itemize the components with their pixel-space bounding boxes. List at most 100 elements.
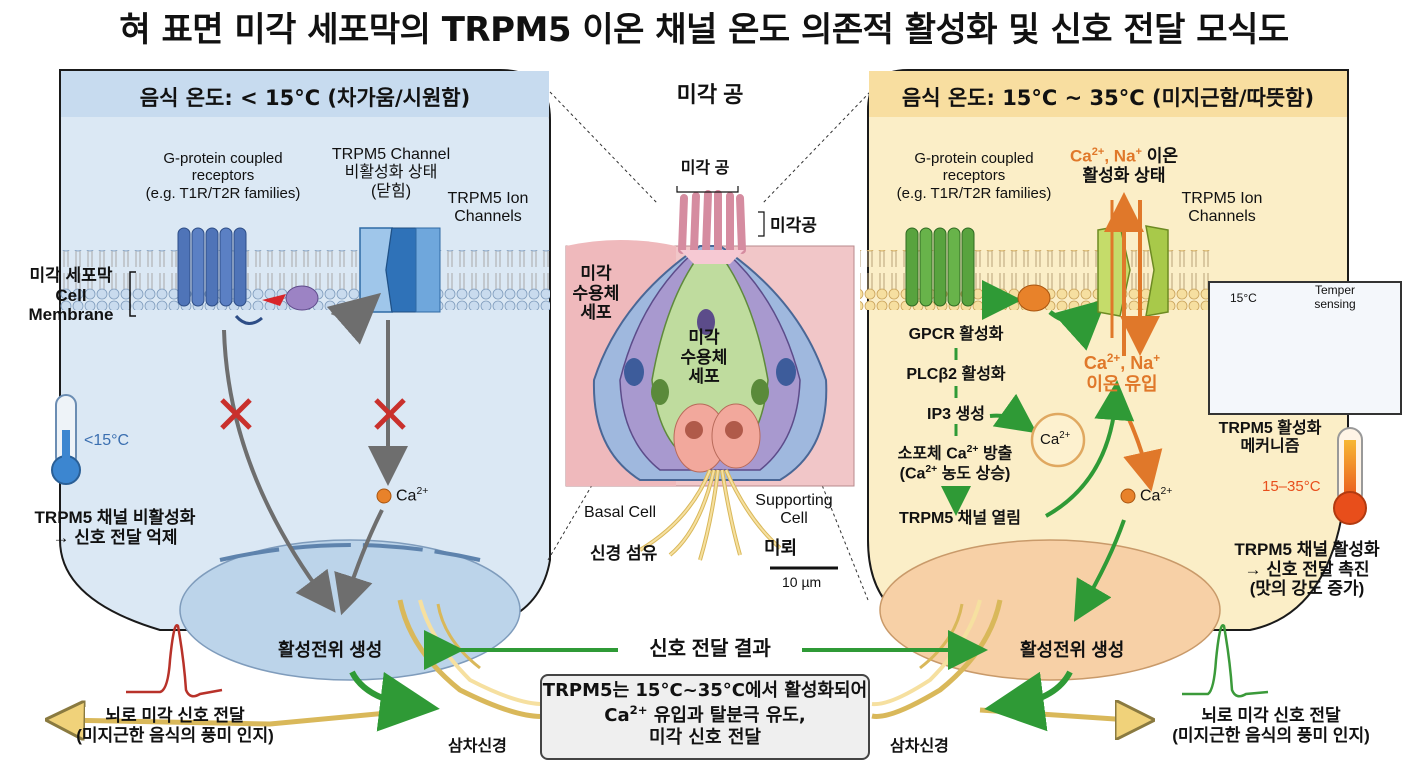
- right-ca-sup: 2+: [1160, 486, 1173, 497]
- right-temp-label: 15–35°C: [1262, 478, 1321, 495]
- right-nerve-label: 삼차신경: [890, 738, 949, 755]
- left-result-line2: → 신호 전달 억제: [52, 527, 178, 547]
- right-ca-label: Ca2+: [1140, 486, 1172, 506]
- right-result-line3: (맛의 강도 증가): [1249, 579, 1365, 599]
- inset-sensing-line1: Temper: [1314, 283, 1355, 297]
- left-result-line1: TRPM5 채널 비활성화: [34, 508, 196, 527]
- er-release-sup: 2+: [966, 444, 979, 455]
- left-brain-label: 뇌로 미각 신호 전달 (미지근한 음식의 풍미 인지): [40, 706, 310, 745]
- summary-line2: Ca2+ 유입과 탈분극 유도,: [542, 703, 868, 728]
- left-membrane-line2: Cell: [55, 285, 87, 305]
- er-release-a: 소포체 Ca: [897, 445, 967, 463]
- left-ca-superscript: 2+: [416, 486, 429, 497]
- receptor-mid-line3: 세포: [688, 367, 720, 387]
- right-ion-active-line1: Ca2+, Na+ 이온: [1044, 146, 1204, 166]
- influx-ca: Ca: [1083, 353, 1107, 373]
- right-ion-active-line2: 활성화 상태: [1082, 166, 1166, 186]
- left-result-label: TRPM5 채널 비활성화 → 신호 전달 억제: [8, 508, 222, 547]
- signal-result-label: 신호 전달 결과: [649, 638, 771, 660]
- right-trpm5-ion-line2: Channels: [1188, 208, 1256, 226]
- pathway-step-trpm5-open: TRPM5 채널 열림: [899, 510, 1021, 527]
- supporting-line1: Supporting: [755, 492, 833, 509]
- right-action-potential-trace: [1182, 623, 1269, 698]
- inset-sensing-line2: sensing: [1314, 296, 1356, 311]
- nerve-fiber-label: 신경 섬유: [590, 544, 658, 563]
- summary-line3: 미각 신호 전달: [649, 727, 761, 748]
- right-ion-na-sup: +: [1135, 146, 1142, 158]
- right-ion-ca-sup: 2+: [1091, 146, 1105, 158]
- right-gpcr-label-line1: G-protein coupled: [914, 150, 1034, 167]
- summary-line2-rest: 유입과 탈분극 유도,: [647, 704, 806, 726]
- summary-line1: TRPM5는 15°C~35°C에서 활성화되어: [542, 680, 868, 701]
- left-trpm5-channel-line3: (닫힘): [370, 182, 412, 200]
- left-trpm5-channel-line1: TRPM5 Channel: [331, 146, 451, 163]
- er-conc-b: 농도 상승): [937, 465, 1011, 483]
- left-trpm5-channel: [359, 227, 441, 313]
- pathway-step-ip3: IP3 생성: [927, 406, 985, 423]
- bottom-nerves: [60, 599, 1140, 724]
- left-action-potential-label: 활성전위 생성: [278, 640, 383, 660]
- pathway-step-er-release: 소포체 Ca2+ 방출 (Ca2+ 농도 상승): [870, 444, 1040, 483]
- left-trpm5-ion-line1: TRPM5 Ion: [447, 190, 529, 207]
- right-gpcr-label-line3: (e.g. T1R/T2R families): [896, 184, 1052, 202]
- right-ion-active-label: Ca2+, Na+ 이온 활성화 상태: [1044, 146, 1204, 186]
- mechanism-label: TRPM5 활성화 메커니즘: [1200, 420, 1340, 457]
- er-release-line2: (Ca2+ 농도 상승): [870, 464, 1040, 484]
- ion-influx-line2: 이온 유입: [1086, 373, 1158, 394]
- scale-label: 10 µm: [782, 574, 822, 590]
- left-trpm5-ion-line2: Channels: [454, 208, 522, 226]
- influx-na-sup: +: [1153, 352, 1161, 365]
- left-ca-label: Ca2+: [396, 486, 428, 506]
- ca-store-sup: 2+: [1059, 430, 1071, 441]
- receptor-left-line1: 미각: [580, 264, 612, 283]
- right-brain-line2: (미지근한 음식의 풍미 인지): [1172, 725, 1370, 745]
- right-trpm5-ion-line1: TRPM5 Ion: [1181, 190, 1263, 207]
- pathway-step-gpcr: GPCR 활성화: [908, 326, 1004, 343]
- inset-sensing-label: Temper sensing: [1300, 283, 1370, 312]
- right-trpm5-ion-label: TRPM5 Ion Channels: [1172, 190, 1272, 227]
- ion-influx-label: Ca2+, Na+ 이온 유입: [1062, 352, 1182, 394]
- center-header: 미각 공: [676, 82, 744, 107]
- left-gpcr-label-line1: G-protein coupled: [163, 150, 283, 167]
- left-ca-text: Ca: [396, 487, 417, 505]
- mechanism-inset: [1208, 281, 1402, 415]
- receptor-mid-line1: 미각: [688, 328, 720, 347]
- taste-bud: [547, 91, 871, 601]
- left-membrane-line1: 미각 세포막: [29, 266, 113, 285]
- taste-bud-label: 미뢰: [764, 538, 798, 558]
- er-conc-sup: 2+: [925, 463, 938, 475]
- summary-ca-sup: 2+: [629, 702, 648, 717]
- right-brain-line1: 뇌로 미각 신호 전달: [1201, 706, 1341, 725]
- left-panel: [59, 69, 551, 681]
- summary-ca: Ca: [604, 704, 630, 726]
- receptor-cell-mid-label: 미각 수용체 세포: [672, 328, 736, 387]
- right-ion-word: 이온: [1141, 146, 1178, 166]
- left-block-cross-1: [220, 398, 252, 430]
- taste-pore-top-label: 미각 공: [680, 160, 730, 177]
- receptor-mid-line2: 수용체: [680, 347, 728, 367]
- left-gpcr-label-line3: (e.g. T1R/T2R families): [145, 184, 301, 202]
- right-gpcr: [905, 227, 975, 307]
- ca-store-label: Ca2+: [1040, 430, 1070, 448]
- right-gpcr-label-line2: receptors: [942, 167, 1006, 185]
- taste-pore-side-label: 미각공: [770, 216, 817, 235]
- left-gpcr: [177, 227, 263, 325]
- receptor-cell-left-label: 미각 수용체 세포: [566, 264, 626, 323]
- left-nerve-label: 삼차신경: [448, 738, 507, 755]
- mechanism-line1: TRPM5 활성화: [1218, 420, 1322, 437]
- ion-influx-line1: Ca2+, Na+: [1062, 352, 1182, 374]
- left-panel-header: 음식 온도: < 15°C (차가움/시원함): [139, 86, 471, 110]
- right-ion-ca: Ca: [1070, 146, 1092, 166]
- left-membrane-line3: Membrane: [28, 305, 114, 325]
- left-membrane-label: 미각 세포막 Cell Membrane: [14, 266, 128, 325]
- ca-store-text: Ca: [1040, 431, 1060, 448]
- right-panel: [860, 69, 1349, 681]
- summary-box: TRPM5는 15°C~35°C에서 활성화되어 Ca2+ 유입과 탈분극 유도…: [540, 674, 870, 760]
- right-result-label: TRPM5 채널 활성화 → 신호 전달 촉진 (맛의 강도 증가): [1212, 540, 1402, 599]
- basal-cell-label: Basal Cell: [584, 504, 657, 521]
- influx-ca-sup: 2+: [1106, 352, 1121, 365]
- page-title: 혀 표면 미각 세포막의 TRPM5 이온 채널 온도 의존적 활성화 및 신호…: [119, 10, 1289, 50]
- right-result-line2: → 신호 전달 촉진: [1244, 559, 1370, 579]
- er-release-b: 방출: [978, 445, 1013, 463]
- right-panel-header: 음식 온도: 15°C ~ 35°C (미지근함/따뜻함): [901, 86, 1315, 110]
